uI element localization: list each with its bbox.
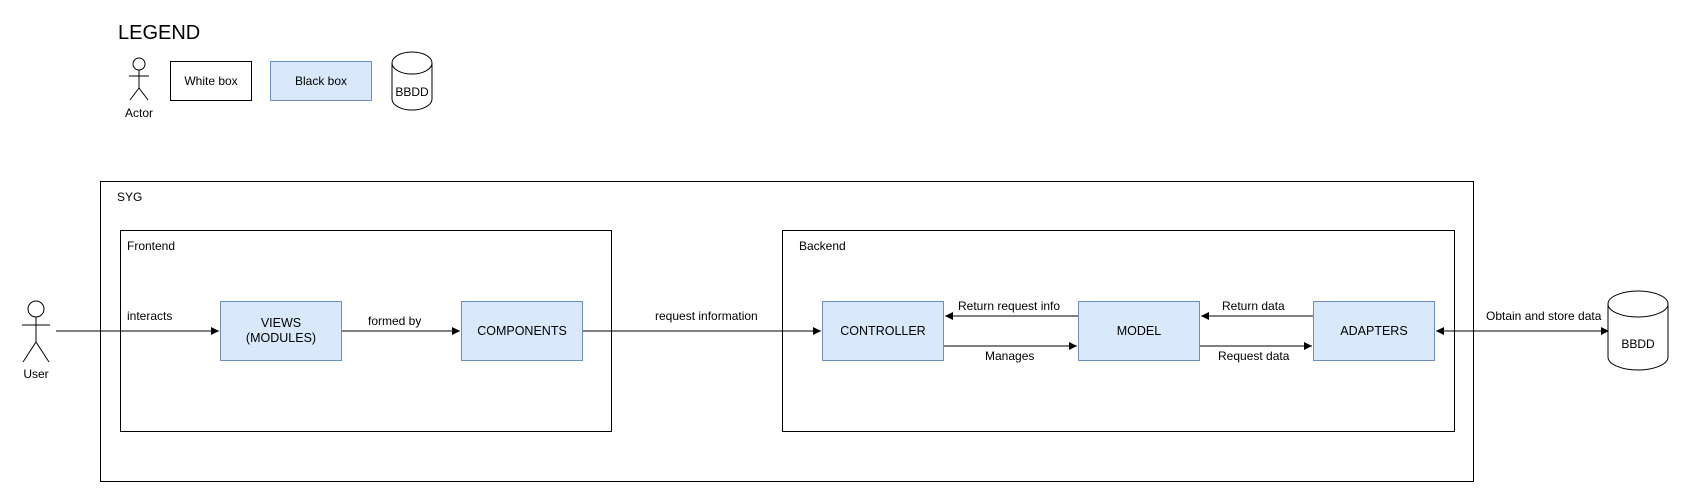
frontend-label: Frontend bbox=[127, 239, 176, 253]
legend-database-icon bbox=[391, 51, 433, 111]
views-label-line1: VIEWS bbox=[260, 316, 302, 330]
legend-database-label: BBDD bbox=[395, 85, 429, 99]
edge-label-return-request-info: Return request info bbox=[958, 299, 1061, 313]
database-icon bbox=[1607, 290, 1669, 371]
edge-label-request-data: Request data bbox=[1218, 349, 1290, 363]
system-label: SYG bbox=[117, 190, 143, 204]
edge-label-interacts: interacts bbox=[127, 309, 173, 323]
controller-label: CONTROLLER bbox=[840, 323, 926, 338]
edge-label-manages: Manages bbox=[985, 349, 1035, 363]
user-actor-icon bbox=[22, 300, 50, 363]
backend-label: Backend bbox=[799, 239, 846, 253]
components-label: COMPONENTS bbox=[477, 323, 567, 338]
legend-actor-label: Actor bbox=[124, 106, 153, 120]
user-label: User bbox=[23, 367, 49, 381]
legend-white-box-label: White box bbox=[184, 74, 238, 88]
controller-node: CONTROLLER bbox=[822, 301, 944, 361]
views-node: VIEWS (MODULES) bbox=[220, 301, 342, 361]
model-node: MODEL bbox=[1078, 301, 1200, 361]
database-label: BBDD bbox=[1621, 337, 1655, 351]
edge-label-formed-by: formed by bbox=[368, 314, 422, 328]
components-node: COMPONENTS bbox=[461, 301, 583, 361]
legend-black-box-label: Black box bbox=[294, 74, 348, 88]
model-label: MODEL bbox=[1116, 323, 1162, 338]
adapters-label: ADAPTERS bbox=[1340, 323, 1408, 338]
edge-label-return-data: Return data bbox=[1222, 299, 1285, 313]
views-label-line2: (MODULES) bbox=[245, 331, 317, 345]
legend-title: LEGEND bbox=[118, 22, 201, 44]
legend-actor-icon bbox=[129, 57, 149, 101]
legend-white-box: White box bbox=[170, 61, 252, 101]
adapters-node: ADAPTERS bbox=[1313, 301, 1435, 361]
edge-label-obtain-store: Obtain and store data bbox=[1486, 309, 1602, 323]
edge-label-request-information: request information bbox=[655, 309, 758, 323]
legend-black-box: Black box bbox=[270, 61, 372, 101]
